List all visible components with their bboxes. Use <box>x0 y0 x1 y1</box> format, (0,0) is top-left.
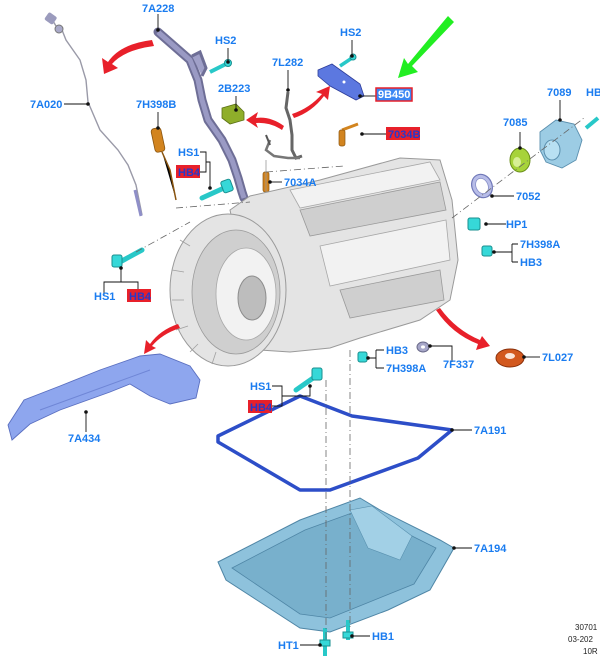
cover-9B450 <box>317 63 365 101</box>
bolt-HS1-upper <box>199 178 234 201</box>
filler-tube-7A228 <box>153 27 249 203</box>
label-HB4-lower[interactable]: HB4 <box>250 402 273 414</box>
label-HB3-center[interactable]: HB3 <box>386 345 408 357</box>
highlight-box-HB4-lower <box>248 400 272 413</box>
label-HS1-lower[interactable]: HS1 <box>250 381 271 393</box>
label-HB3-right[interactable]: HB3 <box>520 257 542 269</box>
bolt-HB-top-right <box>584 116 600 130</box>
washer-7F337 <box>416 341 430 353</box>
label-HB4-left[interactable]: HB4 <box>129 291 152 303</box>
label-7089[interactable]: 7089 <box>547 87 571 99</box>
label-7A434[interactable]: 7A434 <box>68 433 101 445</box>
bolt-HS1-lower <box>293 367 323 393</box>
arrow-red-4 <box>144 324 180 354</box>
label-7034A[interactable]: 7034A <box>284 177 316 189</box>
label-7L027[interactable]: 7L027 <box>542 352 573 364</box>
label-HB4-upper[interactable]: HB4 <box>178 167 201 179</box>
harness-7L282 <box>264 91 303 160</box>
label-7H398B[interactable]: 7H398B <box>136 99 176 111</box>
label-HB1[interactable]: HB1 <box>372 631 394 643</box>
arrow-green-pointer <box>398 16 454 78</box>
label-9B450[interactable]: 9B450 <box>378 89 410 101</box>
label-7L282[interactable]: 7L282 <box>272 57 303 69</box>
bolt-HB3-right <box>481 245 493 257</box>
label-7A020[interactable]: 7A020 <box>30 99 62 111</box>
highlight-box-HB4-upper <box>176 165 200 178</box>
label-7085[interactable]: 7085 <box>503 117 527 129</box>
transmission-case <box>169 157 459 367</box>
flange-7089 <box>539 119 583 169</box>
reference-number: 30701 <box>575 623 598 632</box>
heat-shield-7A434 <box>7 353 201 441</box>
arrow-red-2 <box>246 112 284 130</box>
label-7H398A-center[interactable]: 7H398A <box>386 363 426 375</box>
label-2B223[interactable]: 2B223 <box>218 83 250 95</box>
sensor-7H398B <box>150 127 177 201</box>
label-HS1-upper[interactable]: HS1 <box>178 147 199 159</box>
label-7H398A-right[interactable]: 7H398A <box>520 239 560 251</box>
arrow-red-1 <box>102 40 154 74</box>
label-HS2-right[interactable]: HS2 <box>340 27 361 39</box>
oil-pan-7A194 <box>217 497 455 633</box>
sensor-7034B <box>338 122 359 147</box>
label-7052[interactable]: 7052 <box>516 191 540 203</box>
label-7A194[interactable]: 7A194 <box>474 543 507 555</box>
highlight-box-7034B <box>386 127 420 140</box>
bolt-HS1-left <box>111 247 145 268</box>
label-HP1[interactable]: HP1 <box>506 219 527 231</box>
label-HS2-left[interactable]: HS2 <box>215 35 236 47</box>
label-HS1-left[interactable]: HS1 <box>94 291 115 303</box>
nut-7085 <box>509 147 531 173</box>
label-7A228[interactable]: 7A228 <box>142 3 174 15</box>
highlight-box-9B450 <box>375 87 413 102</box>
dipstick-tube-7A020 <box>44 12 143 217</box>
label-7F337[interactable]: 7F337 <box>443 359 474 371</box>
reference-date: 03-202 <box>568 635 593 644</box>
assembly-lines <box>135 117 585 640</box>
reference-model: 10R <box>583 647 598 656</box>
highlight-box-HB4-left <box>127 289 151 302</box>
gasket-7A191 <box>216 394 454 492</box>
bolt-HT1 <box>319 628 331 656</box>
arrow-red-5 <box>436 308 490 350</box>
label-HB-top-right[interactable]: HB <box>586 87 600 99</box>
plug-HP1 <box>467 217 481 231</box>
label-HT1[interactable]: HT1 <box>278 640 299 652</box>
leader-lines <box>64 14 562 647</box>
label-7034B[interactable]: 7034B <box>388 129 420 141</box>
seal-7L027 <box>495 348 525 368</box>
bolt-HB3-center <box>357 351 368 363</box>
arrow-red-3 <box>292 86 330 118</box>
label-7A191[interactable]: 7A191 <box>474 425 506 437</box>
bracket-2B223 <box>221 103 245 125</box>
